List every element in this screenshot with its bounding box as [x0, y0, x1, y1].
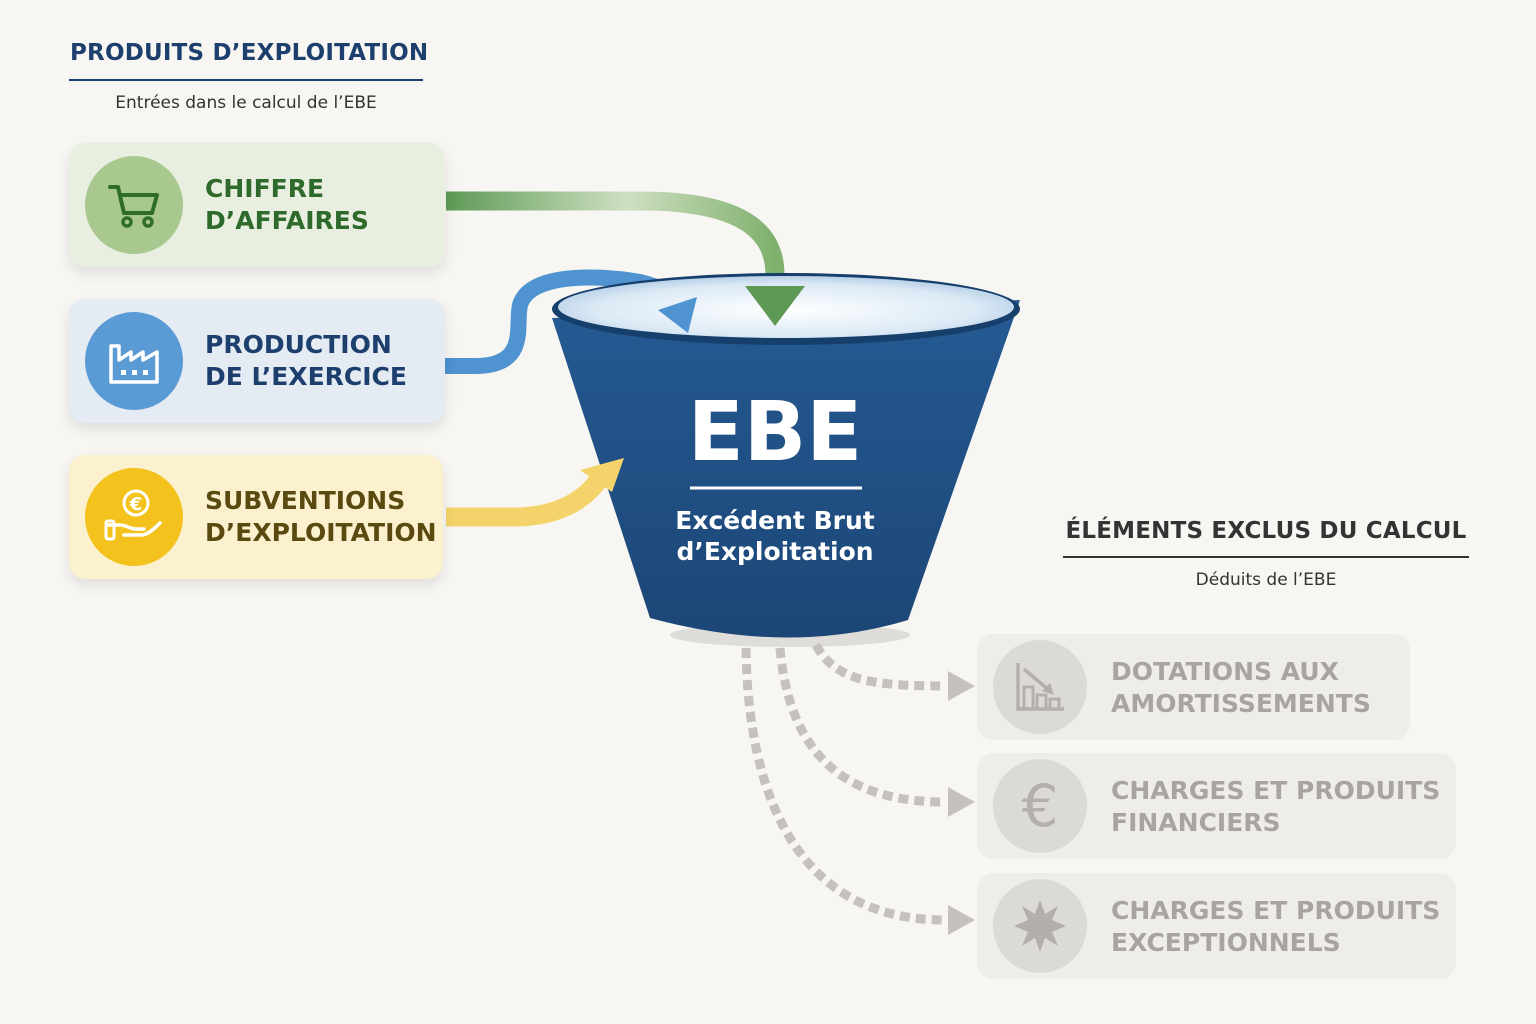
- excluded-icon-circle: [993, 640, 1087, 734]
- excluded-arrowhead-financiers: [948, 787, 975, 817]
- euro-icon: €: [1021, 772, 1059, 840]
- flow-arrow-chiffre-affaires: [446, 191, 785, 276]
- excluded-icon-circle: [993, 879, 1087, 973]
- excluded-icon-circle: €: [993, 759, 1087, 853]
- declining-chart-icon: [1016, 663, 1064, 711]
- starburst-icon: [1014, 900, 1066, 952]
- excluded-arrow-financiers: [775, 647, 946, 807]
- input-label-subventions: SUBVENTIONS D’EXPLOITATION: [205, 486, 437, 547]
- inputs-title-rule: [69, 79, 423, 81]
- euro-hand-icon: €: [104, 489, 162, 541]
- excluded-card-exceptionnels: CHARGES ET PRODUITS EXCEPTIONNELS: [977, 873, 1456, 979]
- funnel-abbr: EBE: [687, 385, 863, 480]
- excluded-arrow-dotations: [812, 642, 946, 691]
- excluded-arrow-exceptionnels: [741, 647, 946, 925]
- inputs-title: PRODUITS D’EXPLOITATION: [70, 40, 429, 66]
- excluded-card-financiers: € CHARGES ET PRODUITS FINANCIERS: [977, 753, 1456, 859]
- svg-text:€: €: [129, 494, 143, 515]
- input-icon-circle: €: [85, 468, 183, 566]
- input-card-chiffre-affaires: CHIFFRE D’AFFAIRES: [69, 143, 445, 267]
- input-label-chiffre-affaires: CHIFFRE D’AFFAIRES: [205, 174, 369, 235]
- excluded-label-financiers: CHARGES ET PRODUITS FINANCIERS: [1111, 776, 1441, 837]
- factory-icon: [109, 344, 159, 384]
- flow-arrowhead-subventions: [580, 458, 624, 492]
- excluded-card-dotations: DOTATIONS AUX AMORTISSEMENTS: [977, 634, 1410, 740]
- input-label-production: PRODUCTION DE L’EXERCICE: [205, 330, 407, 391]
- excluded-label-dotations: DOTATIONS AUX AMORTISSEMENTS: [1111, 657, 1371, 718]
- excluded-label-exceptionnels: CHARGES ET PRODUITS EXCEPTIONNELS: [1111, 896, 1441, 957]
- excluded-subtitle: Déduits de l’EBE: [1195, 570, 1337, 590]
- flow-arrow-subventions: [446, 472, 608, 527]
- excluded-title-rule: [1063, 556, 1469, 558]
- input-card-production: PRODUCTION DE L’EXERCICE: [69, 299, 445, 423]
- inputs-subtitle: Entrées dans le calcul de l’EBE: [115, 93, 377, 113]
- input-card-subventions: € SUBVENTIONS D’EXPLOITATION: [69, 455, 443, 579]
- ebe-funnel: [552, 273, 1020, 647]
- input-icon-circle: [85, 312, 183, 410]
- excluded-arrowhead-dotations: [948, 671, 975, 701]
- excluded-arrowhead-exceptionnels: [948, 905, 975, 935]
- input-icon-circle: [85, 156, 183, 254]
- excluded-title: ÉLÉMENTS EXCLUS DU CALCUL: [1065, 518, 1467, 544]
- shopping-cart-icon: [108, 185, 159, 228]
- funnel-full-name: Excédent Brut d’Exploitation: [675, 506, 875, 566]
